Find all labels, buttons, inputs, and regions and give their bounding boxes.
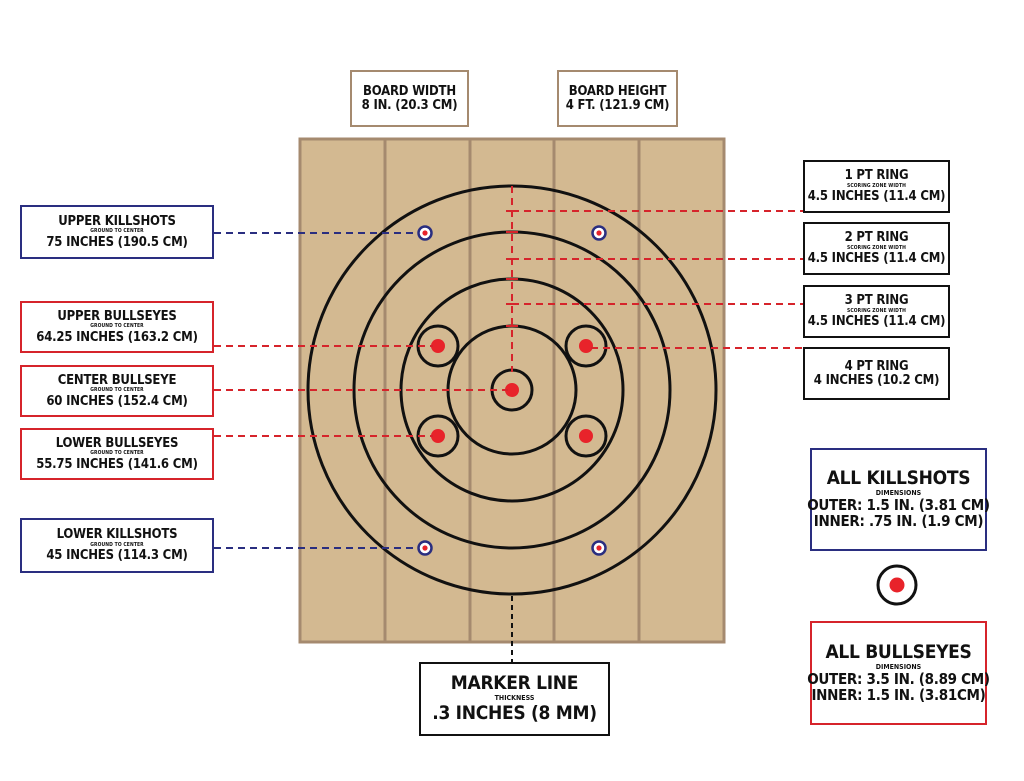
board-height-value: 4 FT. (121.9 CM) — [565, 97, 670, 113]
ring-1pt-sub: SCORING ZONE WIDTH — [846, 182, 906, 189]
lower-killshots-label: LOWER KILLSHOTS GROUND TO CENTER 45 INCH… — [20, 518, 214, 573]
upper-killshots-value: 75 INCHES (190.5 CM) — [46, 234, 188, 250]
ring-2pt-sub: SCORING ZONE WIDTH — [846, 244, 906, 251]
ring-3pt-label: 3 PT RING SCORING ZONE WIDTH 4.5 INCHES … — [803, 285, 950, 338]
board-width-label: BOARD WIDTH 8 IN. (20.3 CM) — [350, 70, 469, 127]
all-bullseyes-outer: OUTER: 3.5 IN. (8.89 CM) — [807, 669, 990, 688]
ring-2pt-title: 2 PT RING — [844, 230, 909, 246]
ring-1pt-label: 1 PT RING SCORING ZONE WIDTH 4.5 INCHES … — [803, 160, 950, 213]
upper-right-bullseye-outer — [564, 324, 608, 368]
ring-2pt-label: 2 PT RING SCORING ZONE WIDTH 4.5 INCHES … — [803, 222, 950, 275]
upper-bullseyes-title: UPPER BULLSEYES — [57, 308, 177, 324]
lower-killshots-title: LOWER KILLSHOTS — [56, 527, 178, 543]
lower-bullseyes-title: LOWER BULLSEYES — [55, 435, 179, 451]
lower-killshots-value: 45 INCHES (114.3 CM) — [46, 548, 188, 564]
all-bullseyes-sub: DIMENSIONS — [875, 662, 922, 671]
upper-killshots-sub: GROUND TO CENTER — [90, 228, 144, 235]
ring-1pt-value: 4.5 INCHES (11.4 CM) — [807, 189, 946, 205]
board-width-value: 8 IN. (20.3 CM) — [361, 97, 458, 113]
upper-bullseyes-value: 64.25 INCHES (163.2 CM) — [36, 329, 198, 345]
lower-right-bullseye-inner — [579, 429, 593, 443]
lower-killshots-sub: GROUND TO CENTER — [90, 541, 144, 548]
center-bullseye-inner — [505, 383, 519, 397]
board-height-label: BOARD HEIGHT 4 FT. (121.9 CM) — [557, 70, 678, 127]
ring-4pt-title: 4 PT RING — [844, 358, 909, 374]
center-bullseye-sub: GROUND TO CENTER — [90, 387, 144, 394]
all-bullseyes-title: ALL BULLSEYES — [825, 640, 972, 663]
marker-line-sub: THICKNESS — [494, 694, 535, 703]
bullseye-legend-symbol — [876, 564, 918, 606]
upper-right-bullseye-inner — [579, 339, 593, 353]
lower-bullseyes-value: 55.75 INCHES (141.6 CM) — [36, 456, 198, 472]
all-killshots-label: ALL KILLSHOTS DIMENSIONS OUTER: 1.5 IN. … — [807, 448, 990, 551]
legend-bullseye-inner — [889, 577, 905, 593]
ring-leader-lines — [506, 186, 803, 372]
center-bullseye-label: CENTER BULLSEYE GROUND TO CENTER 60 INCH… — [20, 365, 214, 417]
ring-3pt-value: 4.5 INCHES (11.4 CM) — [807, 314, 946, 330]
upper-left-killshot-inner — [422, 230, 428, 236]
lower-left-killshot-inner — [422, 545, 428, 551]
ring-4pt-label: 4 PT RING 4 INCHES (10.2 CM) — [803, 347, 950, 400]
center-bullseye-value: 60 INCHES (152.4 CM) — [46, 393, 188, 409]
upper-killshots-title: UPPER KILLSHOTS — [58, 213, 176, 229]
marker-line-label: MARKER LINE THICKNESS .3 INCHES (8 MM) — [419, 662, 610, 736]
all-bullseyes-inner: INNER: 1.5 IN. (3.81CM) — [811, 685, 986, 704]
upper-killshots-label: UPPER KILLSHOTS GROUND TO CENTER 75 INCH… — [20, 205, 214, 259]
center-bullseye-title: CENTER BULLSEYE — [57, 372, 177, 388]
all-killshots-title: ALL KILLSHOTS — [826, 467, 971, 490]
ring-4pt-value: 4 INCHES (10.2 CM) — [813, 372, 940, 388]
board-width-title: BOARD WIDTH — [363, 83, 456, 99]
upper-bullseyes-label: UPPER BULLSEYES GROUND TO CENTER 64.25 I… — [20, 301, 214, 353]
all-killshots-sub: DIMENSIONS — [875, 489, 922, 498]
marker-line-title: MARKER LINE — [450, 672, 579, 695]
lower-bullseyes-label: LOWER BULLSEYES GROUND TO CENTER 55.75 I… — [20, 428, 214, 480]
killshots — [417, 225, 607, 556]
ring-3pt-title: 3 PT RING — [844, 293, 909, 309]
upper-right-killshot-inner — [596, 230, 602, 236]
lower-right-bullseye-outer — [564, 414, 608, 458]
all-bullseyes-label: ALL BULLSEYES DIMENSIONS OUTER: 3.5 IN. … — [807, 621, 990, 725]
marker-line-value: .3 INCHES (8 MM) — [432, 701, 597, 724]
lower-bullseyes-sub: GROUND TO CENTER — [90, 450, 144, 457]
lower-left-bullseye-inner — [431, 429, 445, 443]
upper-left-bullseye-inner — [431, 339, 445, 353]
lower-right-killshot-inner — [596, 545, 602, 551]
all-killshots-inner: INNER: .75 IN. (1.9 CM) — [813, 512, 984, 531]
all-killshots-outer: OUTER: 1.5 IN. (3.81 CM) — [807, 496, 990, 515]
ring-1pt-title: 1 PT RING — [844, 168, 909, 184]
board-height-title: BOARD HEIGHT — [568, 83, 667, 99]
left-leader-lines — [214, 232, 508, 549]
upper-bullseyes-sub: GROUND TO CENTER — [90, 323, 144, 330]
ring-3pt-sub: SCORING ZONE WIDTH — [846, 307, 906, 314]
ring-2pt-value: 4.5 INCHES (11.4 CM) — [807, 251, 946, 267]
